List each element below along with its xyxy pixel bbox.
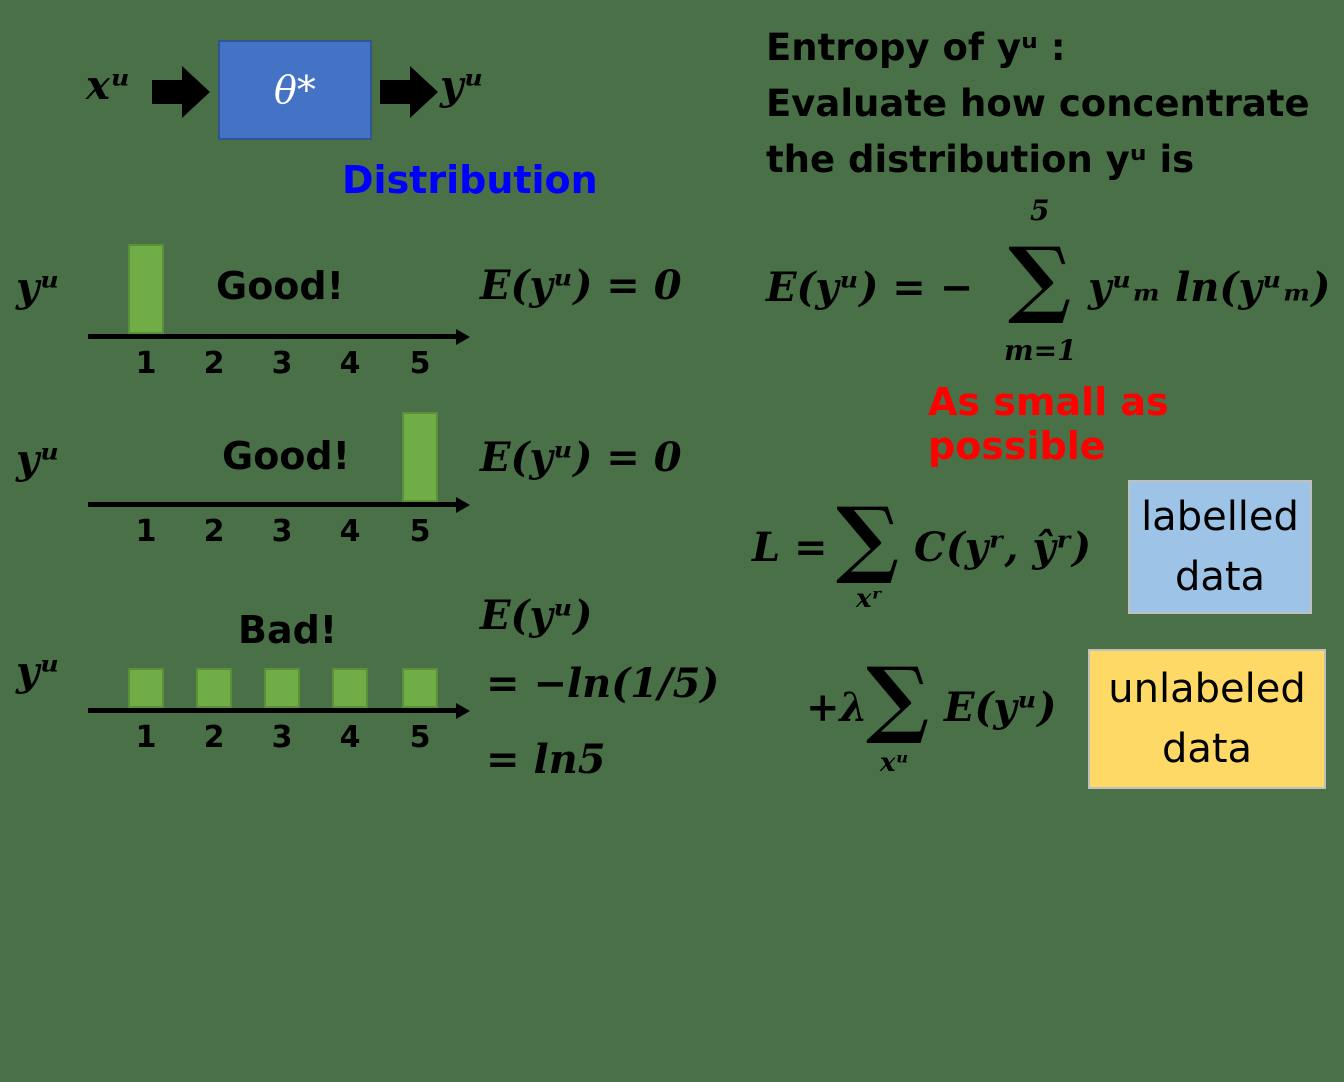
entropy-desc-line1: Entropy of yᵘ : — [766, 26, 1066, 69]
labelled-line2: data — [1174, 554, 1266, 600]
plot3-entropy-step3: = ln5 — [486, 736, 606, 783]
entropy-desc-line3: the distribution yᵘ is — [766, 138, 1195, 181]
reg-sum-sub: xᵘ — [880, 748, 910, 778]
unlabeled-line2: data — [1161, 726, 1253, 772]
sigma-icon: ∑ — [836, 488, 900, 587]
reg-lhs: +λ — [806, 684, 868, 731]
tick-label: 1 — [135, 720, 157, 755]
unlabeled-line1: unlabeled — [1108, 666, 1306, 712]
sigma-icon: ∑ — [1008, 228, 1072, 327]
entropy-desc-line2: Evaluate how concentrate — [766, 82, 1310, 125]
tick-label: 1 — [135, 514, 157, 549]
tick-label: 4 — [339, 720, 361, 755]
plot1-entropy: E(yᵘ) = 0 — [480, 262, 682, 309]
distribution-label: Distribution — [342, 158, 598, 202]
bar — [128, 244, 164, 334]
plot2-label: yᵘ — [16, 436, 61, 483]
loss-term: C(yʳ, ŷʳ) — [914, 524, 1092, 571]
tick-label: 5 — [409, 720, 431, 755]
bar — [264, 668, 300, 708]
unlabeled-data-box: unlabeled data — [1088, 649, 1326, 789]
plot1-axis-arrow — [456, 329, 470, 345]
entropy-description: Entropy of yᵘ : Evaluate how concentrate… — [766, 20, 1310, 188]
output-yu: yᵘ — [440, 62, 485, 109]
labelled-line1: labelled — [1141, 494, 1299, 540]
sigma-top: 5 — [1030, 194, 1050, 227]
plot3-entropy: E(yᵘ) — [480, 592, 593, 639]
tick-label: 2 — [203, 720, 225, 755]
loss-lhs: L = — [752, 524, 828, 571]
tick-label: 2 — [203, 514, 225, 549]
plot3-axis — [88, 708, 458, 713]
reg-term: E(yᵘ) — [944, 684, 1057, 731]
tick-label: 3 — [271, 514, 293, 549]
tick-label: 3 — [271, 346, 293, 381]
plot3-label: yᵘ — [16, 648, 61, 695]
tick-label: 1 — [135, 346, 157, 381]
model-parameter-box: θ* — [218, 40, 372, 140]
bar — [402, 668, 438, 708]
plot1-verdict: Good! — [216, 264, 344, 308]
bar — [402, 412, 438, 502]
plot2-axis — [88, 502, 458, 507]
sigma-bottom: m=1 — [1004, 334, 1077, 367]
as-small-as-possible: As small as possible — [928, 380, 1169, 468]
plot3-verdict: Bad! — [238, 608, 338, 652]
bar — [196, 668, 232, 708]
plot1-label: yᵘ — [16, 264, 61, 311]
plot2-verdict: Good! — [222, 434, 350, 478]
tick-label: 5 — [409, 514, 431, 549]
tick-label: 2 — [203, 346, 225, 381]
input-xu: xᵘ — [86, 62, 131, 109]
tick-label: 3 — [271, 720, 293, 755]
tick-label: 4 — [339, 346, 361, 381]
tick-label: 4 — [339, 514, 361, 549]
entropy-formula-lhs: E(yᵘ) = − — [766, 264, 974, 311]
bar — [128, 668, 164, 708]
entropy-formula-rhs: yᵘₘ ln(yᵘₘ) — [1088, 264, 1331, 311]
loss-sum-sub: xʳ — [856, 584, 883, 614]
plot2-axis-arrow — [456, 497, 470, 513]
plot3-axis-arrow — [456, 703, 470, 719]
arrow-right-icon — [380, 66, 438, 118]
plot1-axis — [88, 334, 458, 339]
plot2-entropy: E(yᵘ) = 0 — [480, 434, 682, 481]
plot3-entropy-step2: = −ln(1/5) — [486, 660, 720, 707]
labelled-data-box: labelled data — [1128, 480, 1312, 614]
tick-label: 5 — [409, 346, 431, 381]
theta-star: θ* — [274, 68, 316, 112]
arrow-right-icon — [152, 66, 210, 118]
sigma-icon: ∑ — [866, 648, 930, 747]
bar — [332, 668, 368, 708]
